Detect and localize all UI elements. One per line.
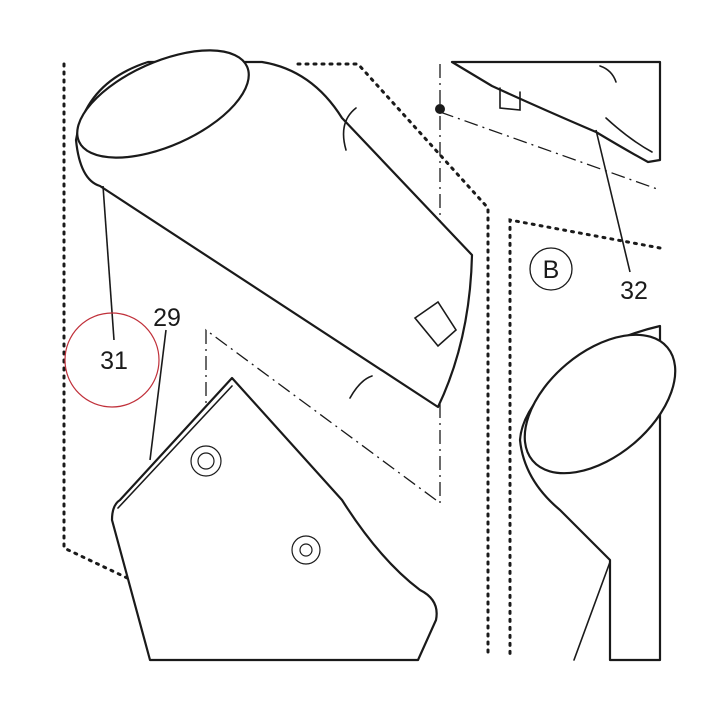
leader-line-32 [595, 129, 631, 273]
axis-pivot-dot [435, 104, 445, 114]
mount-hole-lower-inner [299, 543, 313, 557]
detail-b-housing [518, 324, 677, 662]
group-boundary-center [296, 62, 490, 660]
housing-opening [76, 49, 250, 159]
callout-label-29: 29 [153, 304, 181, 332]
group-boundary-right [508, 218, 662, 660]
assembly-axis-lower [205, 328, 441, 505]
leader-line-29 [149, 329, 167, 461]
detail-b-opening [523, 333, 677, 475]
assembly-axis-upper-cross [439, 111, 661, 191]
part-32-clip [450, 60, 662, 164]
detail-b-label: B [543, 256, 560, 284]
leader-line-31 [102, 185, 115, 341]
part-31-upper-housing [74, 49, 474, 409]
mount-hole-upper-inner [197, 452, 215, 470]
callout-label-31: 31 [100, 347, 128, 375]
detail-b-badge [529, 247, 573, 291]
callout-label-32: 32 [620, 277, 648, 305]
mount-hole-upper-outer [190, 445, 222, 477]
part-29-lower-bracket [110, 376, 438, 662]
callout-31-highlight-circle [64, 312, 160, 408]
mount-hole-lower-outer [291, 535, 321, 565]
